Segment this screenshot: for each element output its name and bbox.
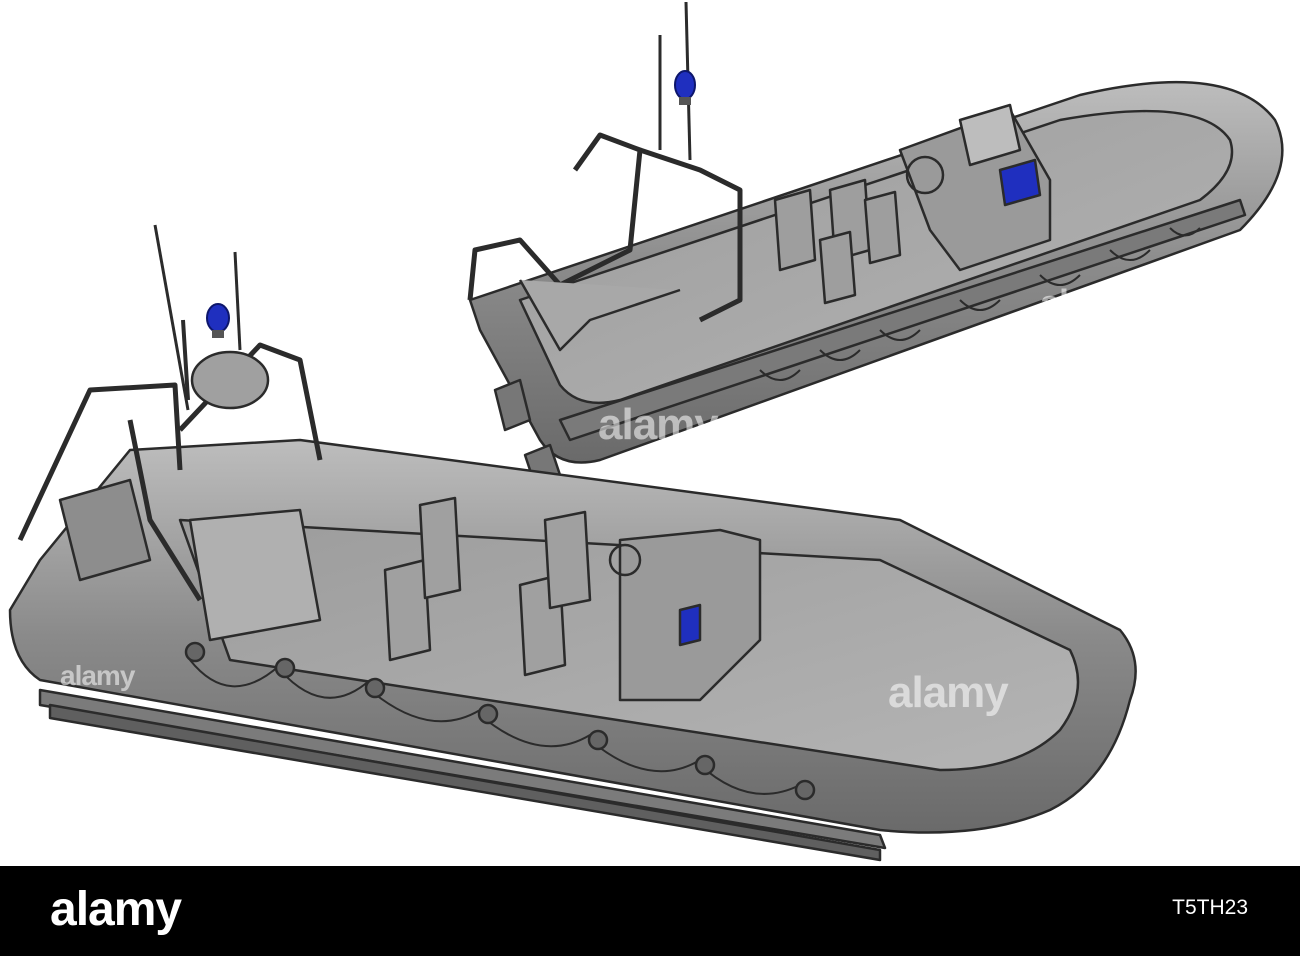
rib-boats-illustration xyxy=(8,1,1284,862)
image-id-label: T5TH23 xyxy=(1172,896,1248,919)
blue-beacon-icon xyxy=(674,70,696,105)
boat-2-illustration xyxy=(467,1,1284,487)
blue-beacon-icon xyxy=(206,303,230,338)
boat-1-illustration xyxy=(8,224,1137,862)
footer-logo[interactable]: alamy xyxy=(50,883,182,936)
footer-bar: alamy T5TH23 xyxy=(0,866,1300,956)
